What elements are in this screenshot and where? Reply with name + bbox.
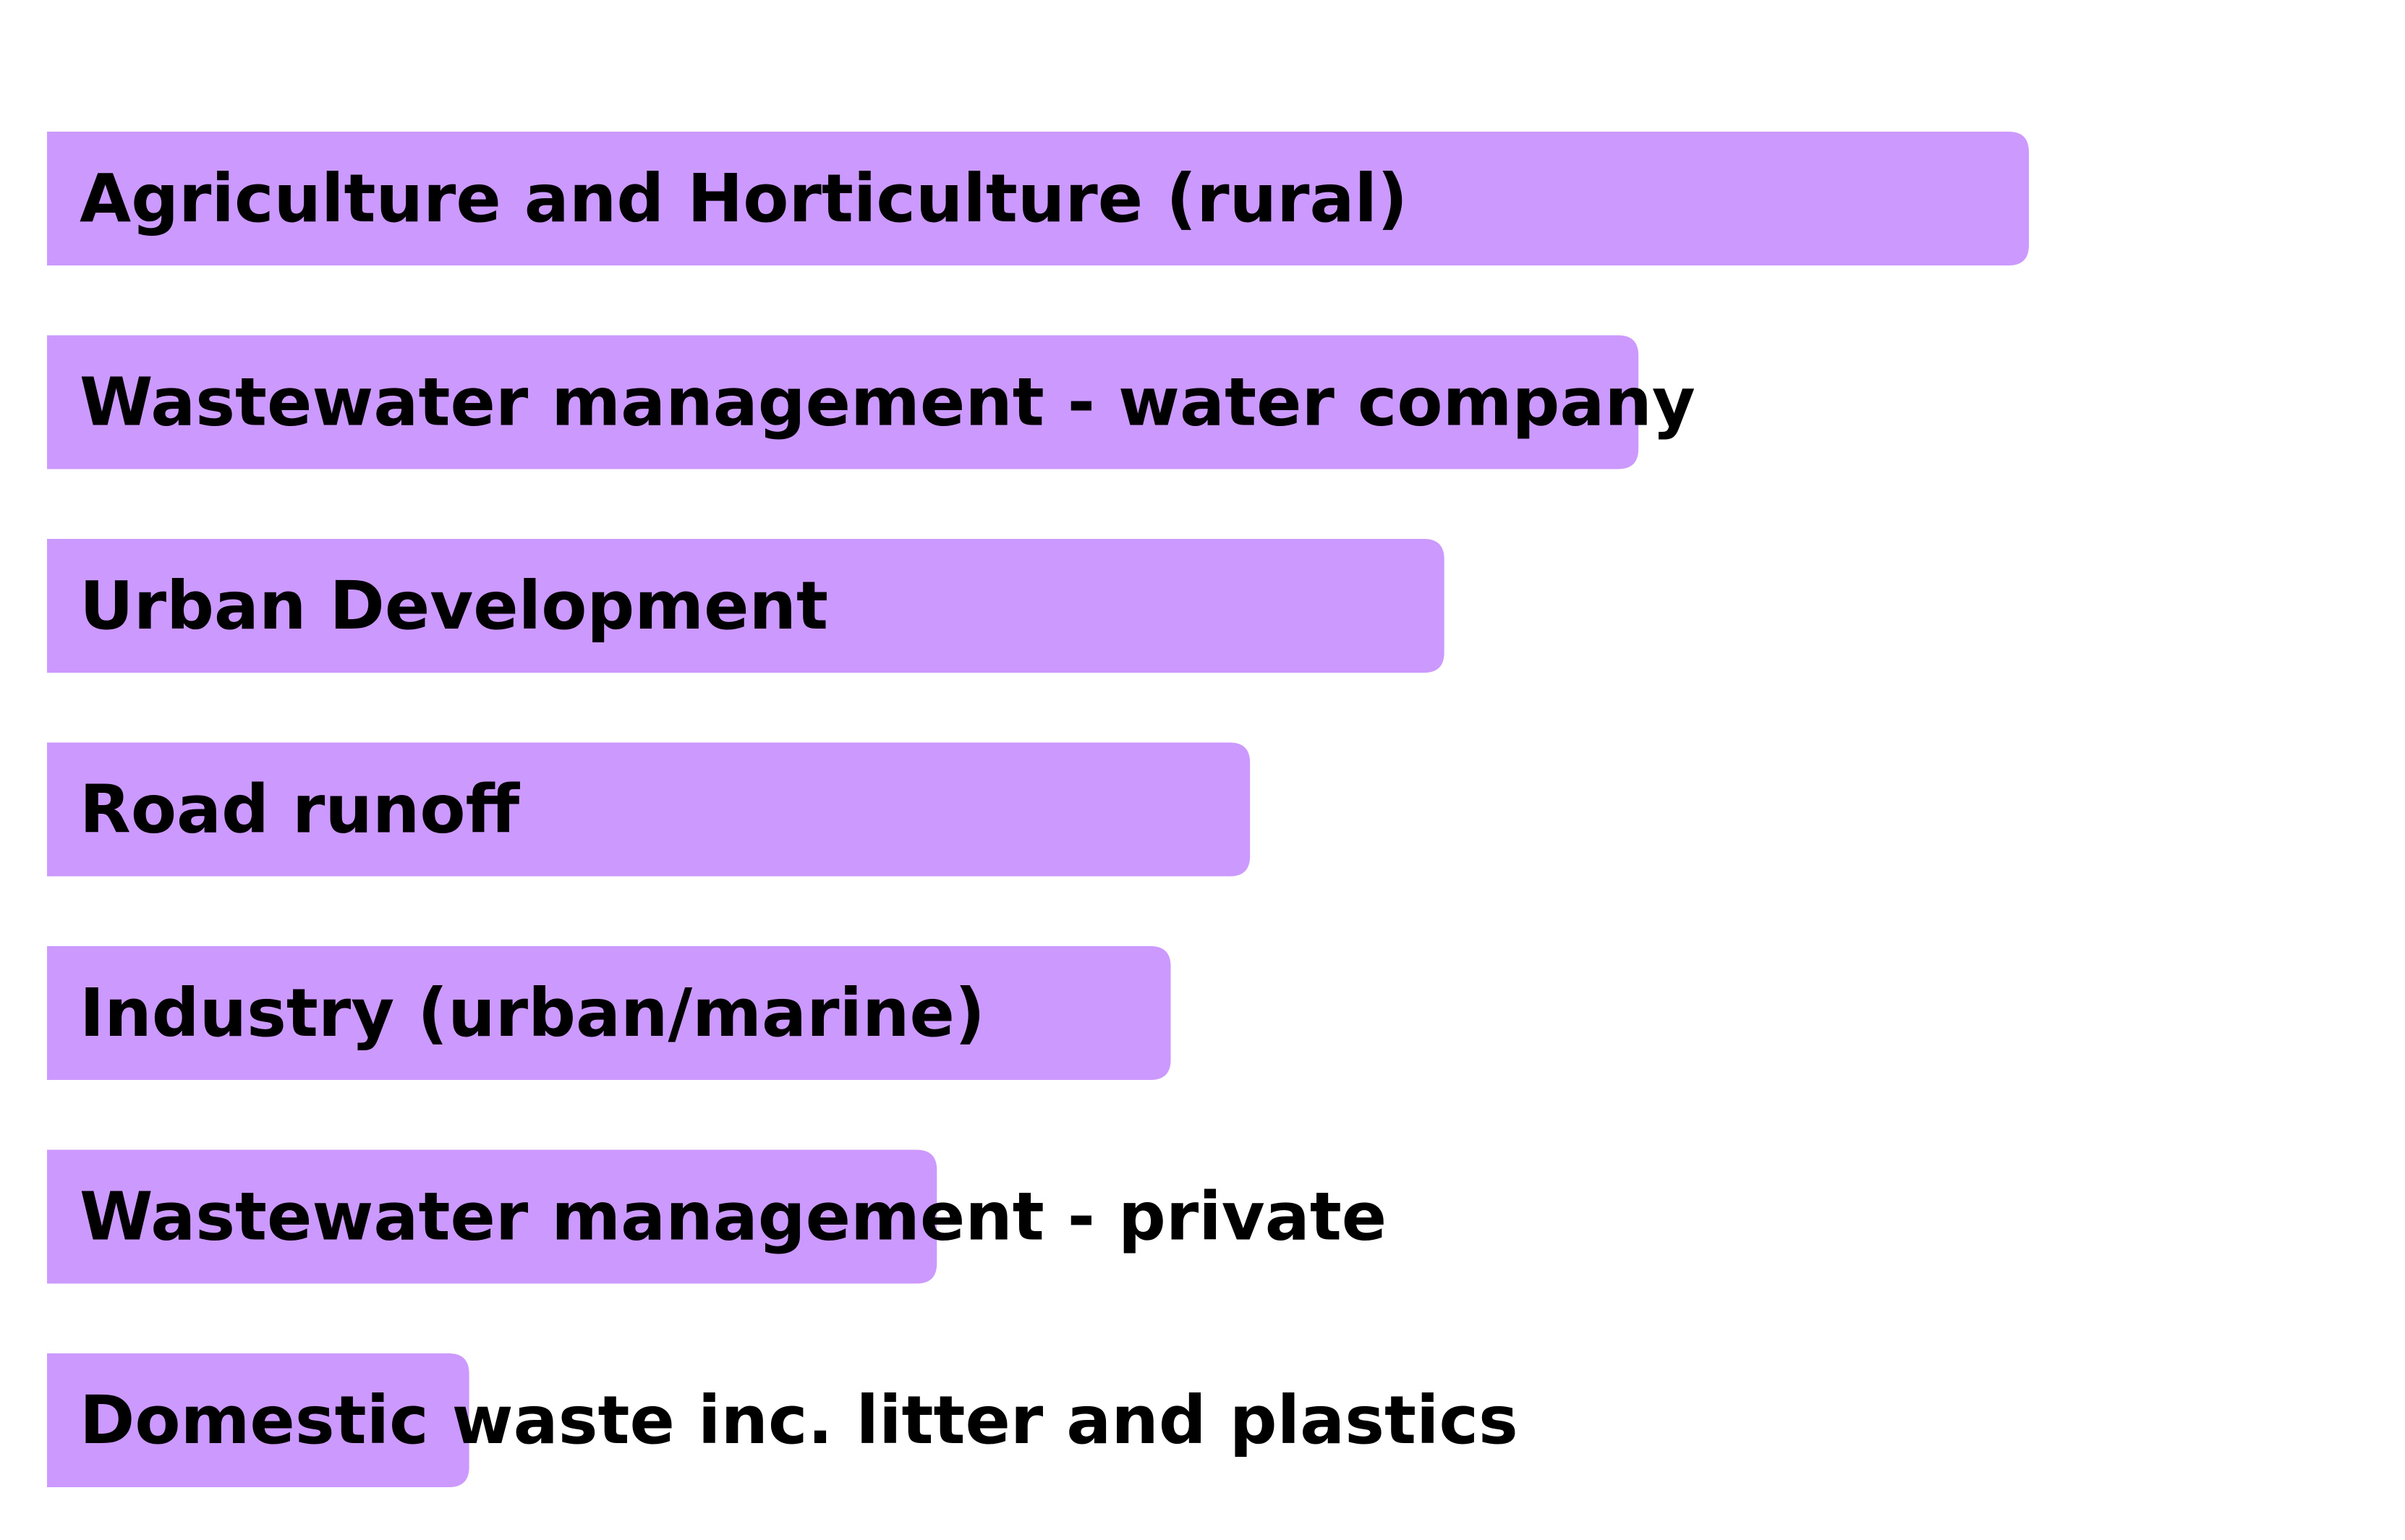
bar: [47, 539, 1444, 673]
bar-group: Domestic waste inc. litter and plastics: [47, 1353, 1518, 1487]
bar-group: Road runoff: [47, 742, 1251, 877]
bar-category-label: Urban Development: [80, 567, 828, 644]
bar-group: Wastewater management - water company: [47, 335, 1695, 469]
bar-group: Urban Development: [47, 539, 1444, 673]
bar: [47, 132, 2029, 265]
bar: [47, 1353, 469, 1487]
bar: [47, 1149, 937, 1284]
bar-category-label: Wastewater management - water company: [80, 364, 1695, 441]
bar-category-label: Road runoff: [80, 771, 521, 848]
bar-category-label: Agriculture and Horticulture (rural): [80, 160, 1408, 237]
bar-category-label: Industry (urban/marine): [80, 974, 985, 1052]
bar-group: Industry (urban/marine): [47, 946, 1171, 1080]
bar-group: Wastewater management - private: [47, 1149, 1387, 1284]
bar-category-label: Domestic waste inc. litter and plastics: [80, 1382, 1518, 1459]
bar-group: Agriculture and Horticulture (rural): [47, 132, 2029, 265]
bar-category-label: Wastewater management - private: [80, 1178, 1387, 1256]
bar: [47, 946, 1171, 1080]
bar: [47, 335, 1639, 469]
bar: [47, 742, 1251, 877]
